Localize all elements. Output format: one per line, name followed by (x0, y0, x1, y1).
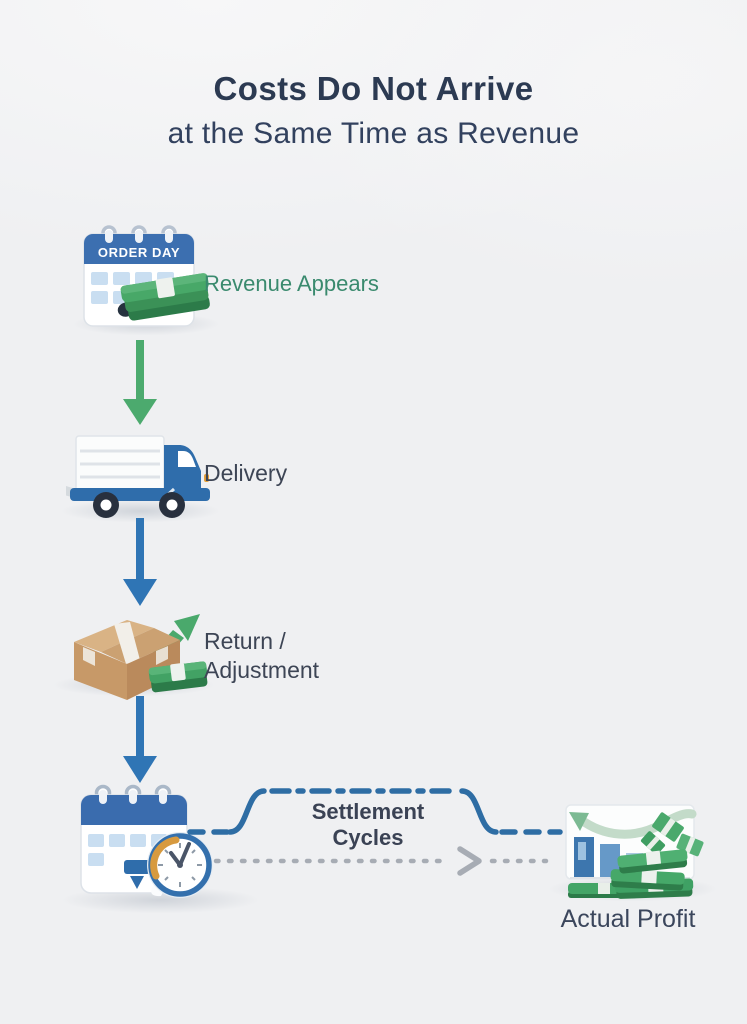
step3-label: Return / Adjustment (204, 627, 319, 685)
dotted-arrow-line (213, 846, 549, 876)
box-label (83, 647, 95, 666)
return-box-with-money-icon (74, 614, 208, 700)
step3-label-line1: Return / (204, 628, 286, 654)
truck-chassis (70, 488, 210, 501)
step3-label-line2: Adjustment (204, 657, 320, 683)
clock-icon (147, 832, 213, 898)
step2-label: Delivery (204, 460, 288, 486)
clock-accent-arc (150, 836, 180, 880)
money-stack-icon (117, 273, 210, 321)
bracket-curve-right (459, 788, 499, 835)
box-label (156, 646, 168, 665)
down-arrow-green-icon (123, 340, 157, 425)
arrow-chevron-icon (457, 846, 482, 876)
title-block: Costs Do Not Arrive at the Same Time as … (0, 70, 747, 151)
delivery-truck-icon (66, 435, 210, 518)
step1-label: Revenue Appears (204, 271, 379, 296)
dashed-bracket-line (187, 788, 563, 835)
title-line-2: at the Same Time as Revenue (167, 117, 580, 150)
flying-bill-icon (652, 812, 684, 842)
calendar-header-text: ORDER DAY (98, 245, 180, 260)
money-stack-icon (610, 849, 694, 899)
order-day-calendar-with-money-icon: ORDER DAY (83, 225, 210, 327)
calendar-ring-stem (105, 230, 113, 243)
calendar-ring-stem (135, 230, 143, 243)
cab-window (178, 451, 196, 467)
calendar-ring-stem (159, 790, 167, 804)
down-arrow-blue-icon (123, 696, 157, 783)
result-label: Actual Profit (560, 905, 696, 933)
box-top-right-flap (101, 628, 180, 664)
settlement-label-line2: Cycles (332, 825, 404, 850)
headlight (204, 474, 209, 482)
calendar-with-clock-icon (80, 784, 213, 898)
calendar-marker-icon (124, 860, 150, 889)
title-line-1: Costs Do Not Arrive (213, 70, 534, 107)
bracket-curve-left (227, 788, 267, 835)
profit-chart-with-money-icon (565, 804, 704, 899)
truck-cab (164, 445, 201, 490)
box-top-left-flap (74, 620, 154, 652)
calendar-ring-stem (165, 230, 173, 243)
calendar-ring-stem (129, 790, 137, 804)
money-bundle-icon (148, 661, 208, 693)
down-arrow-blue-icon (123, 518, 157, 606)
clock-ticks (158, 843, 202, 887)
settlement-cycles-label: Settlement Cycles (268, 799, 468, 851)
swoosh-arrowhead (569, 812, 589, 831)
calendar-ring-stem (99, 790, 107, 804)
box-tape (114, 622, 140, 664)
cargo-slats (80, 449, 160, 479)
flying-bill-icon (640, 831, 666, 855)
settlement-label-line1: Settlement (311, 799, 425, 824)
